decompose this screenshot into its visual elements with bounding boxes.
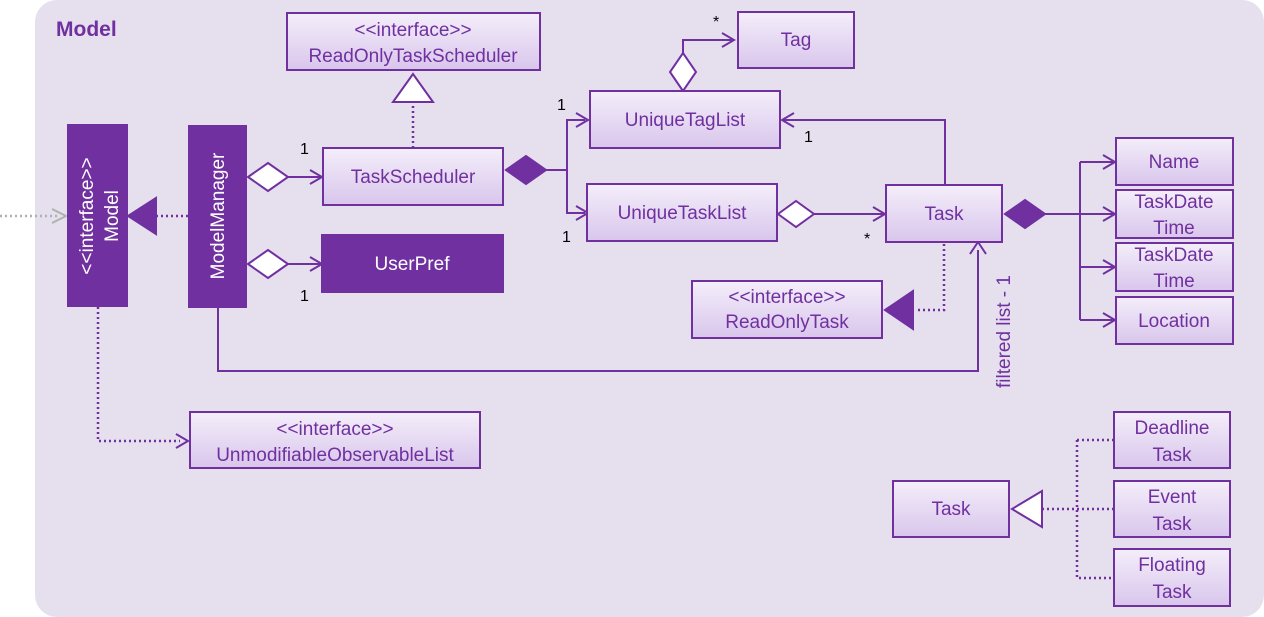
event-task-line2: Task <box>1152 514 1192 535</box>
task-date-time-1-line2: Time <box>1153 218 1195 239</box>
unmodifiable-observable-list-box: <<interface>> UnmodifiableObservableList <box>189 411 481 469</box>
user-pref-box: UserPref <box>321 234 504 293</box>
scheduler-realizes-readonly <box>391 72 435 148</box>
incoming-dependency-arrow <box>0 208 69 224</box>
task-date-time-box-2: TaskDate Time <box>1115 242 1234 292</box>
model-manager-box: ModelManager <box>188 125 247 308</box>
unique-task-list-name: UniqueTaskList <box>618 203 748 224</box>
task-to-taglist <box>780 112 946 184</box>
floating-task-box: Floating Task <box>1113 548 1231 607</box>
unmodifiable-observable-list-name: UnmodifiableObservableList <box>216 445 454 466</box>
unmodifiable-observable-list-stereotype: <<interface>> <box>276 419 393 440</box>
multiplicity-manager-scheduler: 1 <box>300 141 309 158</box>
task-base-name: Task <box>931 499 971 520</box>
model-manager-name: ModelManager <box>208 152 229 279</box>
task-box: Task <box>885 184 1003 243</box>
task-date-time-2-line1: TaskDate <box>1134 245 1213 266</box>
unique-task-list-box: UniqueTaskList <box>586 183 778 242</box>
task-scheduler-box: TaskScheduler <box>322 147 504 206</box>
tag-box: Tag <box>737 11 855 69</box>
read-only-task-scheduler-stereotype: <<interface>> <box>354 20 471 41</box>
task-composition-fields <box>1003 154 1117 328</box>
multiplicity-tag: * <box>713 14 719 31</box>
task-subtype-generalization <box>1010 438 1113 580</box>
task-date-time-box-1: TaskDate Time <box>1115 189 1234 239</box>
deadline-task-line1: Deadline <box>1135 418 1210 439</box>
name-field-name: Name <box>1149 152 1200 173</box>
tasklist-aggregates-task <box>776 199 887 229</box>
floating-task-line1: Floating <box>1138 555 1206 576</box>
location-name: Location <box>1138 311 1210 332</box>
model-interface-box: <<interface>> Model <box>67 124 128 307</box>
model-name: Model <box>102 190 123 242</box>
task-date-time-2-line2: Time <box>1153 271 1195 292</box>
deadline-task-line2: Task <box>1152 445 1192 466</box>
multiplicity-manager-userpref: 1 <box>300 288 309 305</box>
model-uses-observable-list <box>96 307 190 449</box>
task-date-time-1-line1: TaskDate <box>1134 192 1213 213</box>
multiplicity-scheduler-tasklist: 1 <box>562 229 571 246</box>
taglist-aggregates-tag <box>668 32 736 93</box>
task-base-box: Task <box>892 480 1010 538</box>
event-task-line1: Event <box>1148 487 1197 508</box>
package-title: Model <box>56 18 117 41</box>
tag-name: Tag <box>781 30 812 51</box>
task-scheduler-name: TaskScheduler <box>351 167 476 188</box>
unique-tag-list-box: UniqueTagList <box>589 90 781 149</box>
event-task-box: Event Task <box>1113 480 1231 538</box>
read-only-task-scheduler-box: <<interface>> ReadOnlyTaskScheduler <box>286 12 541 71</box>
multiplicity-scheduler-taglist: 1 <box>557 97 566 114</box>
task-realizes-readonly <box>883 244 946 331</box>
name-box: Name <box>1115 137 1234 186</box>
floating-task-line2: Task <box>1152 582 1192 603</box>
manager-realizes-model <box>126 196 188 236</box>
read-only-task-name: ReadOnlyTask <box>725 312 849 333</box>
read-only-task-stereotype: <<interface>> <box>728 287 845 308</box>
filtered-list-label: filtered list - 1 <box>994 275 1015 388</box>
read-only-task-box: <<interface>> ReadOnlyTask <box>691 280 883 339</box>
multiplicity-task-taglist: 1 <box>804 129 813 146</box>
read-only-task-scheduler-name: ReadOnlyTaskScheduler <box>308 46 518 67</box>
multiplicity-tasklist-task: * <box>864 231 870 248</box>
model-stereotype: <<interface>> <box>77 157 98 274</box>
user-pref-name: UserPref <box>375 254 451 275</box>
unique-tag-list-name: UniqueTagList <box>625 110 746 131</box>
deadline-task-box: Deadline Task <box>1113 411 1231 469</box>
task-name: Task <box>924 204 964 225</box>
location-box: Location <box>1115 296 1234 345</box>
